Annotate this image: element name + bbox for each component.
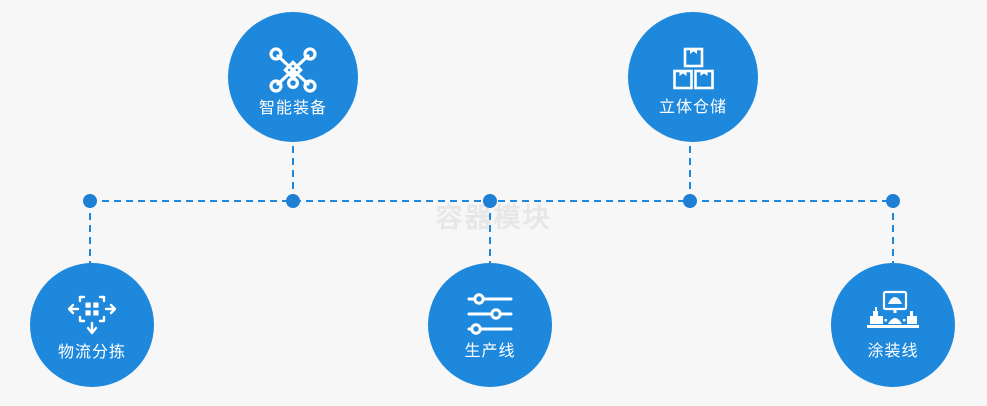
node-tuzhuangxian[interactable]: 涂装线 <box>831 263 955 387</box>
junction-dot-wuliufenjian <box>83 194 97 208</box>
node-shengchanxian[interactable]: 生产线 <box>428 263 552 387</box>
node-zhinengzhuangbei[interactable]: 智能装备 <box>228 12 358 142</box>
node-label: 智能装备 <box>258 98 327 118</box>
sliders-icon <box>463 290 517 338</box>
paint-booth-machine-icon <box>864 290 922 338</box>
node-liticangchu[interactable]: 立体仓储 <box>628 12 758 142</box>
junction-dot-shengchanxian <box>483 194 497 208</box>
node-label: 立体仓储 <box>658 97 727 117</box>
sorting-distribution-icon <box>64 289 120 339</box>
node-label: 生产线 <box>464 341 516 361</box>
network-nodes-icon <box>266 45 320 95</box>
node-label: 涂装线 <box>867 341 919 361</box>
node-label: 物流分拣 <box>57 342 126 362</box>
stacked-boxes-icon <box>667 46 719 94</box>
node-wuliufenjian[interactable]: 物流分拣 <box>30 263 154 387</box>
junction-dot-liticangchu <box>683 194 697 208</box>
junction-dot-tuzhuangxian <box>886 194 900 208</box>
junction-dot-zhinengzhuangbei <box>286 194 300 208</box>
